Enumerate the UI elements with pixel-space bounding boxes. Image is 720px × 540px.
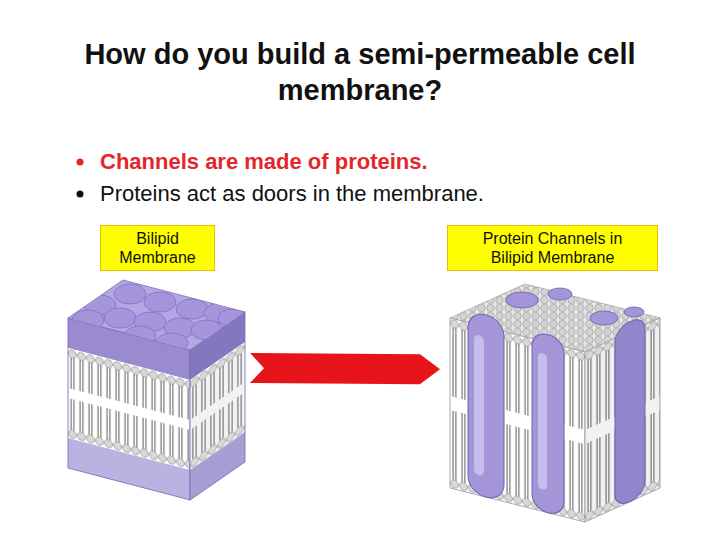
slide-title: How do you build a semi-permeable cell m…	[60, 36, 660, 108]
panel-heading-box: Bilipid Membrane	[100, 225, 215, 271]
panel-heading: Bilipid Membrane	[105, 229, 210, 267]
membrane-panel: Bilipid Membrane	[65, 225, 250, 510]
panel-heading-box: Protein Channels in Bilipid Membrane	[447, 225, 658, 271]
panel-heading: Protein Channels in Bilipid Membrane	[480, 229, 625, 267]
bullet	[77, 159, 84, 166]
membrane-panel: Protein Channels in Bilipid Membrane	[440, 225, 665, 515]
bullet-text: Channels are made of proteins.	[100, 148, 428, 176]
channel-membrane-block	[450, 284, 660, 522]
bullet	[77, 191, 84, 198]
bullet-text: Proteins act as doors in the membrane.	[100, 180, 484, 208]
membrane-block	[68, 280, 246, 500]
flow-arrow	[250, 353, 440, 384]
